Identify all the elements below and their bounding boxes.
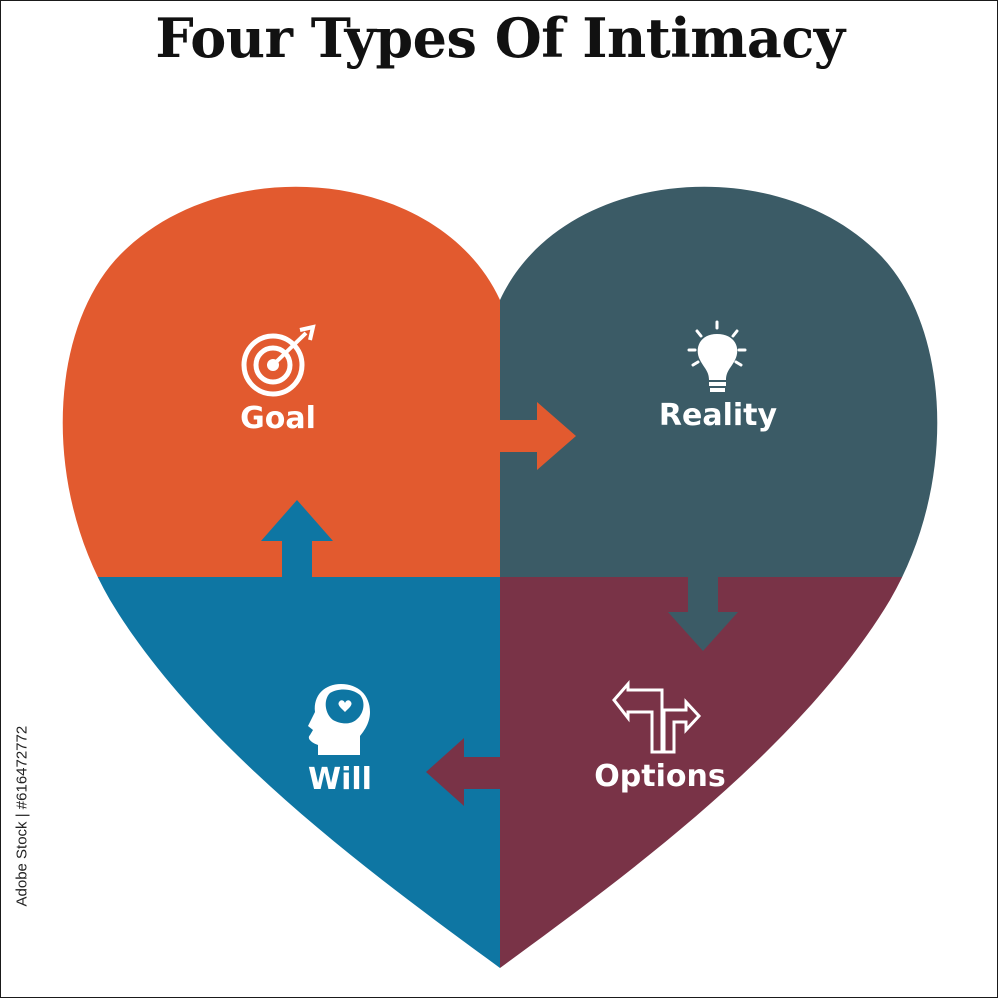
goal-label: Goal (240, 401, 316, 436)
will-to-goal-arrow (261, 500, 333, 580)
options-quadrant (500, 577, 938, 969)
brain-head-icon (308, 684, 370, 755)
will-label: Will (308, 762, 372, 797)
goal-to-reality-arrow (498, 402, 576, 470)
will-quadrant (62, 577, 500, 969)
reality-label: Reality (659, 398, 778, 433)
page-title: Four Types Of Intimacy (155, 6, 845, 70)
options-label: Options (594, 759, 725, 794)
stock-id-label: Adobe Stock | #616472772 (13, 725, 31, 907)
options-to-will-arrow (426, 738, 502, 806)
reality-quadrant (500, 186, 938, 577)
target-icon (241, 324, 316, 397)
lightbulb-icon (687, 320, 747, 392)
goal-quadrant (62, 186, 500, 577)
reality-to-options-arrow (668, 574, 738, 651)
heart-quadrants (62, 186, 938, 969)
stock-id-text: Adobe Stock | #616472772 (4, 725, 34, 910)
direction-arrows-icon (612, 680, 702, 754)
